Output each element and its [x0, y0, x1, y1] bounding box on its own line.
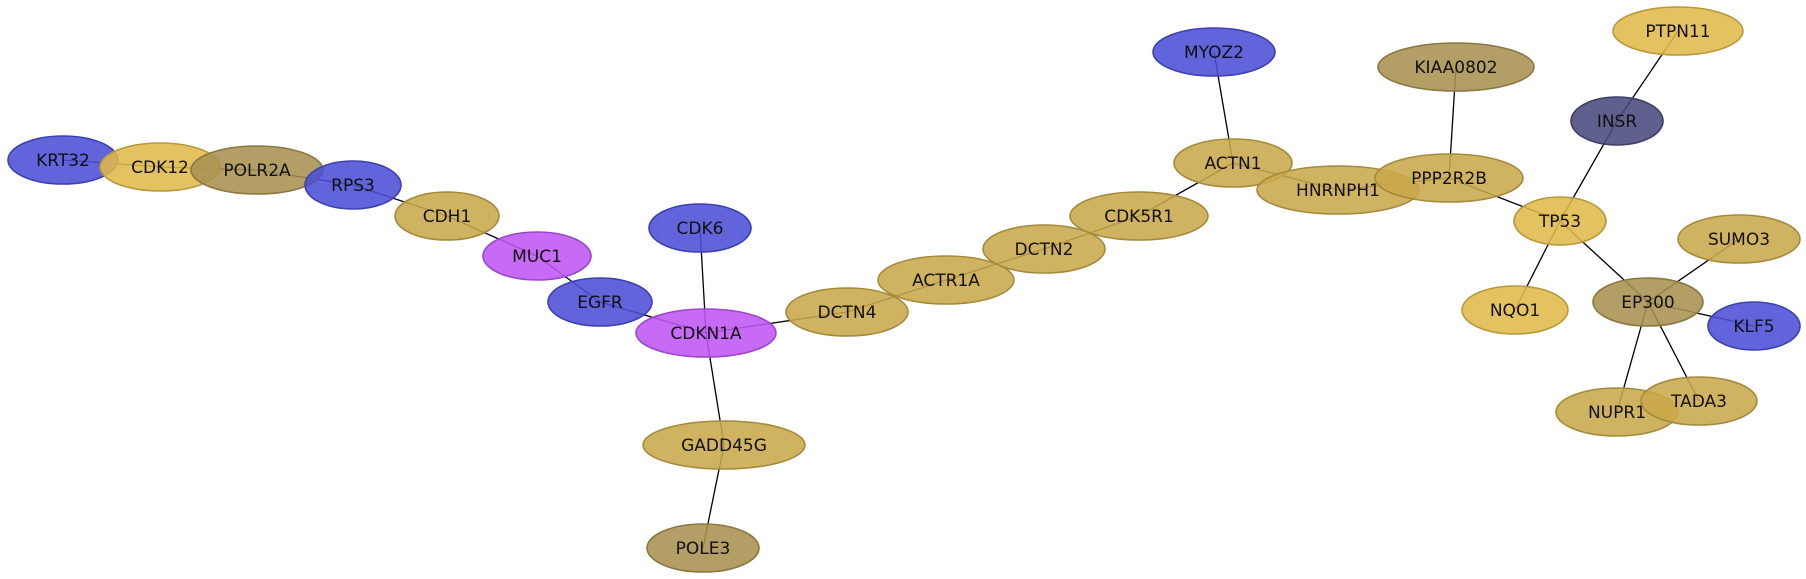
- node-dctn2[interactable]: DCTN2: [982, 224, 1106, 274]
- node-ellipse: [547, 277, 653, 327]
- node-label: KRT32: [36, 151, 90, 171]
- node-label: GADD45G: [681, 436, 767, 456]
- node-rps3[interactable]: RPS3: [304, 160, 402, 210]
- node-ep300[interactable]: EP300: [1592, 277, 1704, 327]
- node-ellipse: [1570, 96, 1664, 146]
- node-actr1a[interactable]: ACTR1A: [877, 255, 1015, 305]
- node-ppp2r2b[interactable]: PPP2R2B: [1374, 153, 1524, 203]
- node-ellipse: [1640, 376, 1758, 426]
- node-muc1[interactable]: MUC1: [482, 231, 592, 281]
- node-label: INSR: [1597, 112, 1638, 132]
- node-ptpn11[interactable]: PTPN11: [1612, 6, 1744, 56]
- node-cdh1[interactable]: CDH1: [394, 191, 500, 241]
- node-ellipse: [1173, 138, 1293, 188]
- node-tada3[interactable]: TADA3: [1640, 376, 1758, 426]
- node-ellipse: [642, 420, 806, 470]
- node-ellipse: [877, 255, 1015, 305]
- node-nqo1[interactable]: NQO1: [1461, 285, 1569, 335]
- node-label: PPP2R2B: [1411, 169, 1487, 189]
- node-gadd45g[interactable]: GADD45G: [642, 420, 806, 470]
- node-label: ACTN1: [1204, 154, 1261, 174]
- node-label: TADA3: [1670, 392, 1727, 412]
- node-ellipse: [1612, 6, 1744, 56]
- node-label: TP53: [1538, 212, 1581, 232]
- node-ellipse: [1377, 42, 1535, 92]
- node-ellipse: [1677, 214, 1801, 264]
- node-label: POLR2A: [223, 161, 291, 181]
- node-label: EP300: [1621, 293, 1674, 313]
- node-klf5[interactable]: KLF5: [1707, 301, 1801, 351]
- node-label: ACTR1A: [912, 271, 980, 291]
- node-ellipse: [394, 191, 500, 241]
- node-ellipse: [1152, 27, 1276, 77]
- node-egfr[interactable]: EGFR: [547, 277, 653, 327]
- node-label: DCTN4: [818, 303, 877, 323]
- node-ellipse: [482, 231, 592, 281]
- node-label: RPS3: [331, 176, 375, 196]
- node-ellipse: [1592, 277, 1704, 327]
- node-ellipse: [304, 160, 402, 210]
- node-ellipse: [646, 523, 760, 573]
- node-label: CDK12: [131, 158, 189, 178]
- node-label: SUMO3: [1708, 230, 1770, 250]
- node-ellipse: [785, 287, 909, 337]
- node-cdk6[interactable]: CDK6: [648, 203, 752, 253]
- node-dctn4[interactable]: DCTN4: [785, 287, 909, 337]
- node-label: NQO1: [1490, 301, 1540, 321]
- node-ellipse: [1513, 196, 1607, 246]
- node-tp53[interactable]: TP53: [1513, 196, 1607, 246]
- node-sumo3[interactable]: SUMO3: [1677, 214, 1801, 264]
- node-label: KLF5: [1733, 317, 1774, 337]
- node-actn1[interactable]: ACTN1: [1173, 138, 1293, 188]
- node-label: HNRNPH1: [1296, 181, 1380, 201]
- node-ellipse: [1707, 301, 1801, 351]
- node-ellipse: [1069, 191, 1209, 241]
- node-label: MUC1: [512, 247, 562, 267]
- node-label: NUPR1: [1588, 403, 1646, 423]
- node-label: CDKN1A: [670, 324, 742, 344]
- node-label: KIAA0802: [1414, 58, 1497, 78]
- node-label: POLE3: [676, 539, 731, 559]
- node-ellipse: [635, 308, 777, 358]
- node-polr2a[interactable]: POLR2A: [190, 145, 324, 195]
- node-label: DCTN2: [1015, 240, 1074, 260]
- node-label: CDK6: [677, 219, 724, 239]
- node-label: CDH1: [423, 207, 472, 227]
- node-pole3[interactable]: POLE3: [646, 523, 760, 573]
- node-myoz2[interactable]: MYOZ2: [1152, 27, 1276, 77]
- node-ellipse: [1374, 153, 1524, 203]
- node-label: EGFR: [577, 293, 623, 313]
- node-insr[interactable]: INSR: [1570, 96, 1664, 146]
- node-label: PTPN11: [1645, 22, 1710, 42]
- node-cdk5r1[interactable]: CDK5R1: [1069, 191, 1209, 241]
- node-ellipse: [982, 224, 1106, 274]
- node-ellipse: [1461, 285, 1569, 335]
- node-label: CDK5R1: [1104, 207, 1174, 227]
- node-cdkn1a[interactable]: CDKN1A: [635, 308, 777, 358]
- node-ellipse: [648, 203, 752, 253]
- node-label: MYOZ2: [1184, 43, 1244, 63]
- node-kiaa0802[interactable]: KIAA0802: [1377, 42, 1535, 92]
